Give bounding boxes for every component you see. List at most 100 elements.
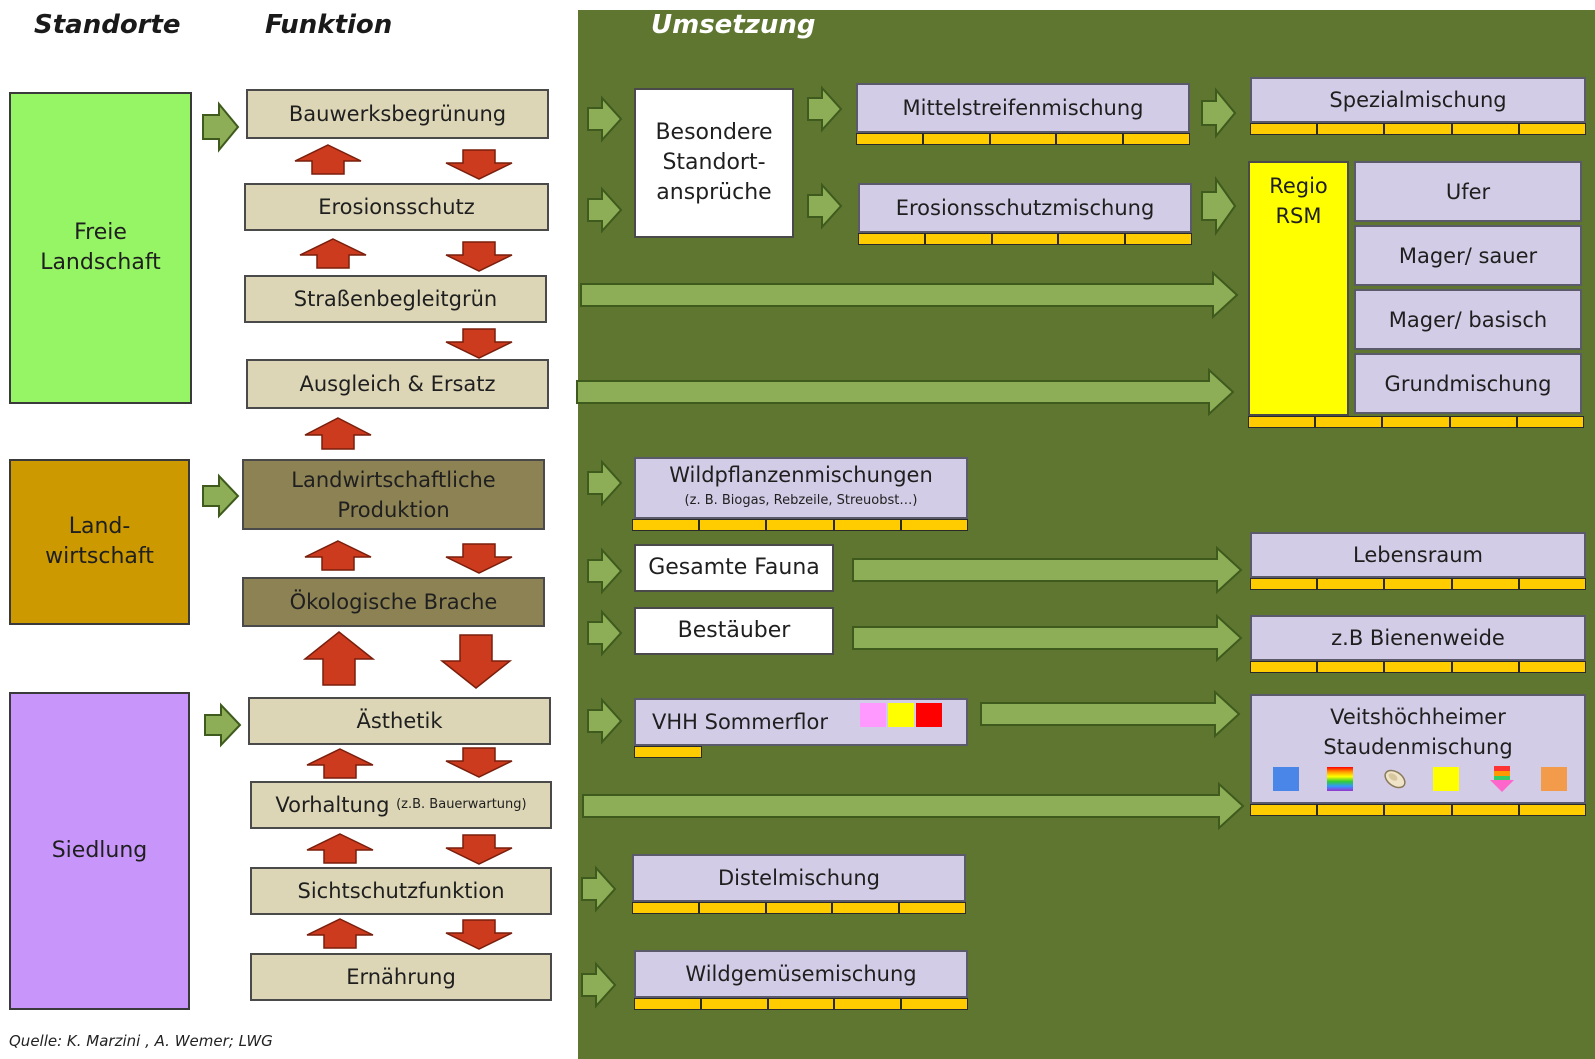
veitshoechheimer-staudenmischung-box: Veitshöchheimer Staudenmischung (1250, 694, 1586, 804)
yellow-strip (632, 902, 966, 914)
yellow-strip (858, 233, 1192, 245)
blue-swatch (1273, 767, 1299, 791)
arrow-right-icon (204, 702, 242, 748)
function-sichtschutzfunktion: Sichtschutzfunktion (250, 867, 552, 915)
arrow-right-icon (807, 85, 843, 133)
arrow-right-icon (587, 547, 623, 595)
function-vorhaltung-label: Vorhaltung (275, 793, 390, 817)
arrow-long-right-icon (576, 367, 1235, 417)
yellow-strip (634, 998, 968, 1010)
yellow-strip (1250, 661, 1586, 673)
besondere-line1: Besondere (655, 120, 773, 145)
arrow-up-icon (306, 833, 374, 864)
arrow-long-right-icon (580, 270, 1239, 320)
arrow-right-icon (587, 697, 623, 745)
arrow-up-icon (306, 918, 374, 949)
arrow-long-right-icon (852, 545, 1243, 595)
besondere-line2: Standort- (662, 150, 766, 175)
function-strassenbegleitgruen: Straßenbegleitgrün (244, 275, 547, 323)
multicolor-arrow-icon (1490, 766, 1514, 792)
function-vorhaltung: Vorhaltung (z.B. Bauerwartung) (250, 781, 552, 829)
ufer-box: Ufer (1354, 161, 1582, 222)
function-lw-line1: Landwirtschaftliche (291, 467, 496, 492)
arrow-down-icon (445, 919, 513, 950)
wildpflanzen-label: Wildpflanzenmischungen (669, 463, 933, 487)
veitshoechheimer-line2: Staudenmischung (1323, 735, 1513, 759)
yellow-strip (632, 519, 968, 531)
distelmischung-box: Distelmischung (632, 854, 966, 902)
arrow-up-icon (306, 748, 374, 779)
flower-icon (1384, 769, 1406, 789)
header-umsetzung: Umsetzung (651, 10, 816, 40)
yellow-strip (856, 133, 1190, 145)
source-caption: Quelle: K. Marzini , A. Wemer; LWG (9, 1032, 273, 1050)
lebensraum-box: Lebensraum (1250, 532, 1586, 578)
mittelstreifenmischung-box: Mittelstreifenmischung (856, 83, 1190, 133)
arrow-down-icon (445, 241, 513, 272)
function-vorhaltung-note: (z.B. Bauerwartung) (396, 797, 527, 812)
arrow-right-icon (581, 865, 617, 913)
bienenweide-box: z.B Bienenweide (1250, 615, 1586, 661)
veitshoechheimer-line1: Veitshöchheimer (1330, 705, 1506, 729)
arrow-down-icon (445, 834, 513, 865)
spezialmischung-box: Spezialmischung (1250, 77, 1586, 123)
function-lw-line2: Produktion (337, 497, 450, 522)
grundmischung-box: Grundmischung (1354, 353, 1582, 414)
wildpflanzenmischungen-box: Wildpflanzenmischungen (z. B. Biogas, Re… (634, 457, 968, 519)
yellow-swatch (888, 703, 914, 727)
bestaeuber-box: Bestäuber (634, 607, 834, 655)
arrow-up-icon (299, 238, 367, 269)
arrow-up-icon (304, 417, 372, 450)
arrow-long-right-icon (852, 613, 1243, 663)
arrow-right-icon (807, 182, 843, 230)
function-landwirtschaftliche-produktion: Landwirtschaftliche Produktion (242, 459, 545, 530)
yellow-strip (634, 746, 702, 758)
function-bauwerksbegruenung: Bauwerksbegrünung (246, 89, 549, 139)
function-erosionsschutz: Erosionsschutz (244, 183, 549, 231)
arrow-down-icon (445, 747, 513, 778)
besondere-line3: ansprüche (656, 180, 772, 205)
wildpflanzen-note: (z. B. Biogas, Rebzeile, Streuobst…) (684, 493, 918, 508)
function-oekologische-brache: Ökologische Brache (242, 577, 545, 627)
arrow-up-icon (304, 540, 372, 571)
gesamte-fauna-box: Gesamte Fauna (634, 544, 834, 592)
function-ausgleich-ersatz: Ausgleich & Ersatz (246, 359, 549, 409)
regio-line2: RSM (1275, 204, 1322, 228)
arrow-long-right-icon (582, 781, 1245, 831)
red-swatch (916, 703, 942, 727)
arrow-down-icon (445, 328, 513, 359)
arrow-right-icon (587, 186, 623, 234)
arrow-down-icon (439, 634, 513, 689)
header-standorte: Standorte (34, 10, 181, 40)
rainbow-swatch (1327, 767, 1353, 791)
arrow-right-icon (202, 473, 240, 519)
header-funktion: Funktion (265, 10, 393, 40)
arrow-up-icon (302, 631, 376, 686)
arrow-right-icon (587, 459, 623, 507)
yellow-swatch (1433, 767, 1459, 791)
function-ernaehrung: Ernährung (250, 953, 552, 1001)
arrow-right-icon (587, 609, 623, 657)
wildgemuesemischung-box: Wildgemüsemischung (634, 950, 968, 998)
arrow-right-icon (1201, 175, 1237, 237)
orange-swatch (1541, 767, 1567, 791)
besondere-standortansprueche-box: Besondere Standort- ansprüche (634, 88, 794, 238)
yellow-strip (1250, 123, 1586, 135)
site-freie-landschaft: Freie Landschaft (9, 92, 192, 404)
mager-sauer-box: Mager/ sauer (1354, 225, 1582, 286)
arrow-down-icon (445, 149, 513, 180)
mager-basisch-box: Mager/ basisch (1354, 289, 1582, 350)
pink-swatch (860, 703, 886, 727)
arrow-up-icon (294, 144, 362, 175)
vhh-sommerflor-label: VHH Sommerflor (652, 710, 828, 734)
yellow-strip (1250, 804, 1586, 816)
erosionsschutzmischung-box: Erosionsschutzmischung (858, 183, 1192, 233)
site-landwirtschaft: Land- wirtschaft (9, 459, 190, 625)
site-siedlung: Siedlung (9, 692, 190, 1010)
arrow-right-icon (1201, 87, 1237, 139)
regio-line1: Regio (1269, 174, 1328, 198)
arrow-right-icon (581, 961, 617, 1009)
function-aesthetik: Ästhetik (248, 697, 551, 745)
yellow-strip (1250, 578, 1586, 590)
regio-rsm-box: Regio RSM (1248, 161, 1349, 416)
